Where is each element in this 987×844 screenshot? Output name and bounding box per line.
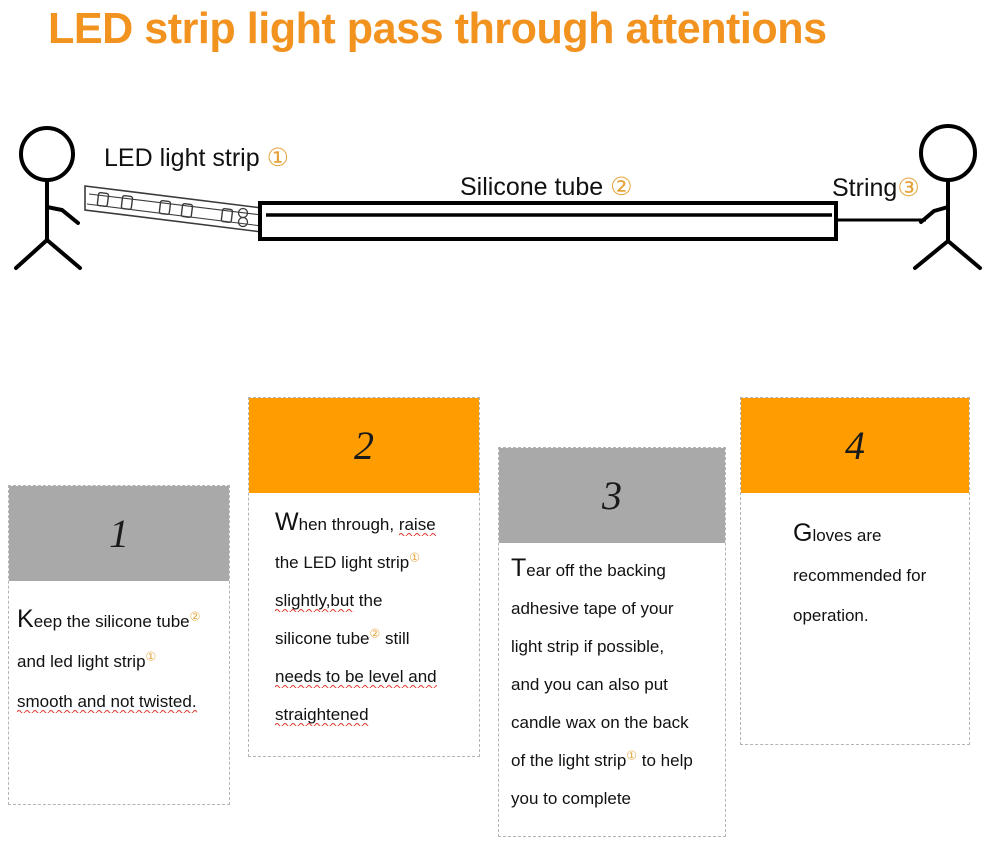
line-text-tail: to help [637, 751, 693, 770]
superscript-marker-icon: ① [409, 550, 420, 565]
step-card-3-number: 3 [499, 448, 725, 543]
line-text-tail: the [354, 591, 383, 610]
line-text: operation. [793, 606, 869, 625]
line-text: and you can also put [511, 675, 668, 694]
left-person-head [19, 126, 75, 182]
line-text: and led light strip [17, 652, 146, 671]
line-text: hen through, [298, 515, 399, 534]
line-text: straightened [275, 705, 369, 727]
led-strip-band [84, 185, 263, 233]
right-person-leg-left [913, 239, 950, 270]
step-card-4-body: Gloves are recommended for operation. [741, 493, 969, 644]
spellcheck-word: raise [398, 515, 436, 537]
label-led-light-strip: LED light strip ① [104, 143, 289, 173]
step-card-2-number: 2 [249, 398, 479, 493]
marker-2-icon: ② [610, 173, 633, 201]
pass-through-diagram: LED light strip ① Silicone tube ② String… [0, 110, 987, 300]
marker-1-icon: ① [266, 144, 289, 172]
superscript-marker-icon: ② [369, 626, 381, 641]
line-text: slightly,but [275, 591, 355, 613]
dropcap-letter: K [17, 605, 34, 633]
superscript-marker-icon: ① [626, 748, 638, 763]
dropcap-letter: W [275, 508, 299, 536]
label-string: String③ [832, 173, 920, 203]
left-person-arm [45, 205, 80, 225]
right-person-leg-right [946, 239, 982, 270]
marker-3-icon: ③ [897, 174, 920, 202]
step-card-4: 4 Gloves are recommended for operation. [740, 397, 970, 745]
label-silicone-tube-text: Silicone tube [460, 173, 604, 201]
step-card-1-line: smooth and not twisted. [17, 682, 219, 722]
left-person-leg-left [14, 238, 49, 270]
line-text: smooth and not twisted. [17, 692, 197, 714]
line-text: of the light strip [511, 751, 627, 770]
step-card-3-body: Tear off the backing adhesive tape of you… [499, 543, 725, 826]
step-card-3-line: Tear off the backing [511, 549, 715, 590]
step-card-2-line: the LED light strip① [275, 544, 469, 582]
line-text: silicone tube [275, 629, 370, 648]
diagram-svg [14, 124, 982, 270]
dropcap-letter: G [793, 519, 813, 547]
dropcap-letter: T [511, 554, 527, 582]
step-card-4-line: Gloves are [793, 513, 959, 556]
line-text: ear off the backing [526, 561, 666, 580]
step-card-1-line: and led light strip① [17, 642, 219, 682]
line-text: needs to be level and [275, 667, 437, 689]
step-card-2-line: When through, raise [275, 503, 469, 544]
right-person-figure [913, 124, 982, 270]
step-card-4-number: 4 [741, 398, 969, 493]
line-text: eep the silicone tube [33, 612, 190, 631]
label-led-light-strip-text: LED light strip [104, 144, 260, 172]
line-text-tail: still [380, 629, 410, 648]
silicone-tube [258, 201, 838, 241]
step-card-3: 3 Tear off the backing adhesive tape of y… [498, 447, 726, 837]
superscript-marker-icon: ① [145, 649, 157, 664]
right-person-arm [919, 205, 950, 224]
line-text: candle wax on the back [511, 713, 689, 732]
step-card-3-line: of the light strip① to help [511, 742, 715, 780]
step-card-3-line: adhesive tape of your [511, 590, 715, 628]
page-title: LED strip light pass through attentions [48, 4, 827, 53]
step-card-2-line: needs to be level and [275, 658, 469, 696]
step-card-3-line: light strip if possible, [511, 628, 715, 666]
step-card-1-number: 1 [9, 486, 229, 581]
right-person-head [919, 124, 977, 182]
step-card-2-line: slightly,but the [275, 582, 469, 620]
step-card-1-line: Keep the silicone tube② [17, 599, 219, 642]
step-card-4-line: recommended for [793, 556, 959, 596]
line-text: light strip if possible, [511, 637, 665, 656]
line-text: loves are [812, 526, 882, 545]
step-card-4-line: operation. [793, 596, 959, 636]
step-card-3-line: and you can also put [511, 666, 715, 704]
line-text: you to complete [511, 789, 632, 808]
step-card-2-line: silicone tube② still [275, 620, 469, 658]
label-silicone-tube: Silicone tube ② [460, 172, 633, 202]
line-text: recommended for [793, 566, 927, 585]
left-person-figure [14, 126, 82, 270]
label-string-text: String [832, 174, 898, 202]
step-card-3-line: you to complete [511, 780, 715, 818]
line-text: adhesive tape of your [511, 599, 674, 618]
superscript-marker-icon: ② [189, 609, 201, 624]
step-card-2-line: straightened [275, 696, 469, 734]
step-card-3-line: candle wax on the back [511, 704, 715, 742]
left-person-leg-right [45, 238, 82, 270]
line-text: the LED light strip [275, 553, 410, 572]
